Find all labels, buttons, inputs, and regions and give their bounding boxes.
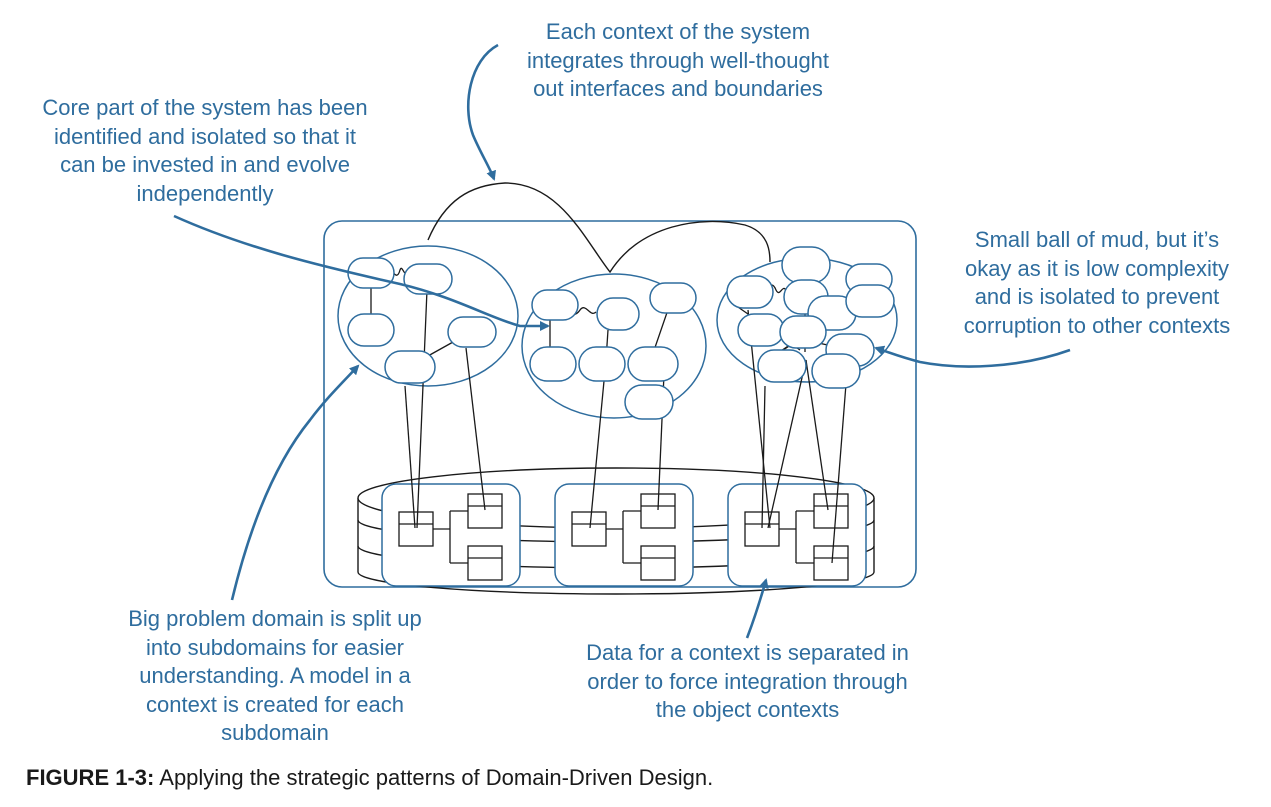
annotation-line: Core part of the system has been xyxy=(42,95,368,120)
data-partition-left xyxy=(381,483,521,587)
annotation-line: out interfaces and boundaries xyxy=(533,76,823,101)
entity-pills-right xyxy=(726,246,895,389)
annotation-line: Each context of the system xyxy=(545,19,811,44)
annotation-line: integrates through well-thought xyxy=(526,47,830,73)
annotation-line: Data for a context is separated in xyxy=(586,640,909,665)
annotation-line: okay as it is low complexity xyxy=(964,255,1230,281)
annotation-line: Big problem domain is split up xyxy=(128,606,422,631)
annotation-line: independently xyxy=(136,180,274,206)
annotation-line: identified and isolated so that it xyxy=(53,123,357,149)
arrow-to-integration xyxy=(466,43,499,181)
figure-caption-label: FIGURE 1-3: xyxy=(26,765,155,790)
annotation-line: and is isolated to prevent xyxy=(974,284,1220,309)
callout-arrows xyxy=(173,43,1071,639)
arrow-to-core xyxy=(173,214,550,331)
annotation-line: subdomain xyxy=(221,720,329,745)
data-partition-middle xyxy=(554,483,694,587)
annotation-core-part: Core part of the system has been identif… xyxy=(15,94,395,208)
context-data-links xyxy=(404,289,847,564)
figure-caption: FIGURE 1-3: Applying the strategic patte… xyxy=(26,765,713,791)
annotation-data-separated: Data for a context is separated in order… xyxy=(555,639,940,725)
annotation-big-problem: Big problem domain is split up into subd… xyxy=(100,605,450,748)
annotation-contexts-integrate: Each context of the system integrates th… xyxy=(498,18,858,104)
integration-line xyxy=(427,182,771,274)
annotation-line: order to force integration through xyxy=(587,668,908,694)
annotation-line: Small ball of mud, but it’s xyxy=(974,227,1220,252)
figure-caption-text: Applying the strategic patterns of Domai… xyxy=(159,765,714,790)
bounded-context-middle xyxy=(521,273,707,419)
annotation-line: context is created for each xyxy=(145,691,405,717)
data-partition-right xyxy=(727,483,867,587)
annotation-small-ball-of-mud: Small ball of mud, but it’s okay as it i… xyxy=(938,226,1256,340)
annotation-line: can be invested in and evolve xyxy=(60,152,350,177)
arrow-to-data xyxy=(745,578,769,639)
bounded-context-left xyxy=(337,245,519,387)
annotation-line: corruption to other contexts xyxy=(963,312,1231,338)
arrow-to-ball-of-mud xyxy=(874,345,1071,368)
annotation-line: the object contexts xyxy=(655,697,840,722)
entity-pills-middle xyxy=(529,282,697,420)
annotation-line: understanding. A model in a xyxy=(139,663,411,688)
annotation-line: into subdomains for easier xyxy=(145,634,405,660)
arrow-to-subdomain xyxy=(230,364,360,601)
